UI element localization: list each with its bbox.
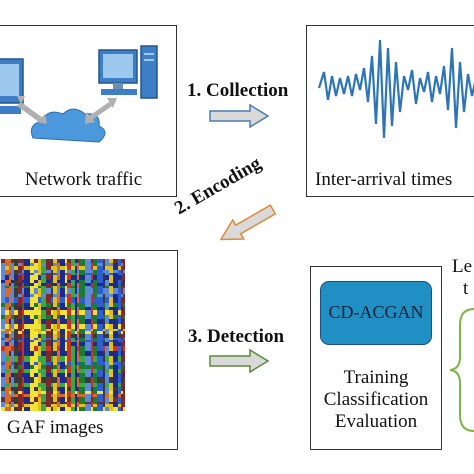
cd-acgan-block: CD-ACGAN <box>320 281 432 345</box>
gaf-images-box: GAF images <box>0 250 178 450</box>
classification-label: Classification <box>323 389 429 410</box>
collection-step-label: 1. Collection <box>187 80 289 101</box>
detector-box: CD-ACGAN Training Classification Evaluat… <box>310 266 442 450</box>
training-label: Training <box>343 367 409 388</box>
network-traffic-label: Network traffic <box>24 169 143 190</box>
collection-arrow <box>209 103 270 129</box>
connection-arrow <box>85 98 117 124</box>
encoding-arrow <box>219 204 277 241</box>
legend-partial-line2: t <box>463 278 469 299</box>
gaf-images-label: GAF images <box>7 417 104 438</box>
network-illustration <box>0 45 158 143</box>
inter-arrival-box: Inter-arrival times <box>306 25 474 197</box>
inter-arrival-label: Inter-arrival times <box>315 169 453 190</box>
computer-icon <box>98 45 158 99</box>
legend-partial-line1: Le <box>452 256 473 277</box>
brace-icon <box>449 308 474 432</box>
connection-arrow <box>17 96 47 124</box>
cd-acgan-label: CD-ACGAN <box>328 302 424 322</box>
gaf-image <box>1 259 125 411</box>
evaluation-label: Evaluation <box>334 411 418 432</box>
network-traffic-box: Network traffic <box>0 25 177 197</box>
detection-step-label: 3. Detection <box>188 326 285 347</box>
detection-arrow <box>209 348 270 374</box>
computer-icon <box>0 58 24 114</box>
waveform-icon <box>317 39 474 139</box>
